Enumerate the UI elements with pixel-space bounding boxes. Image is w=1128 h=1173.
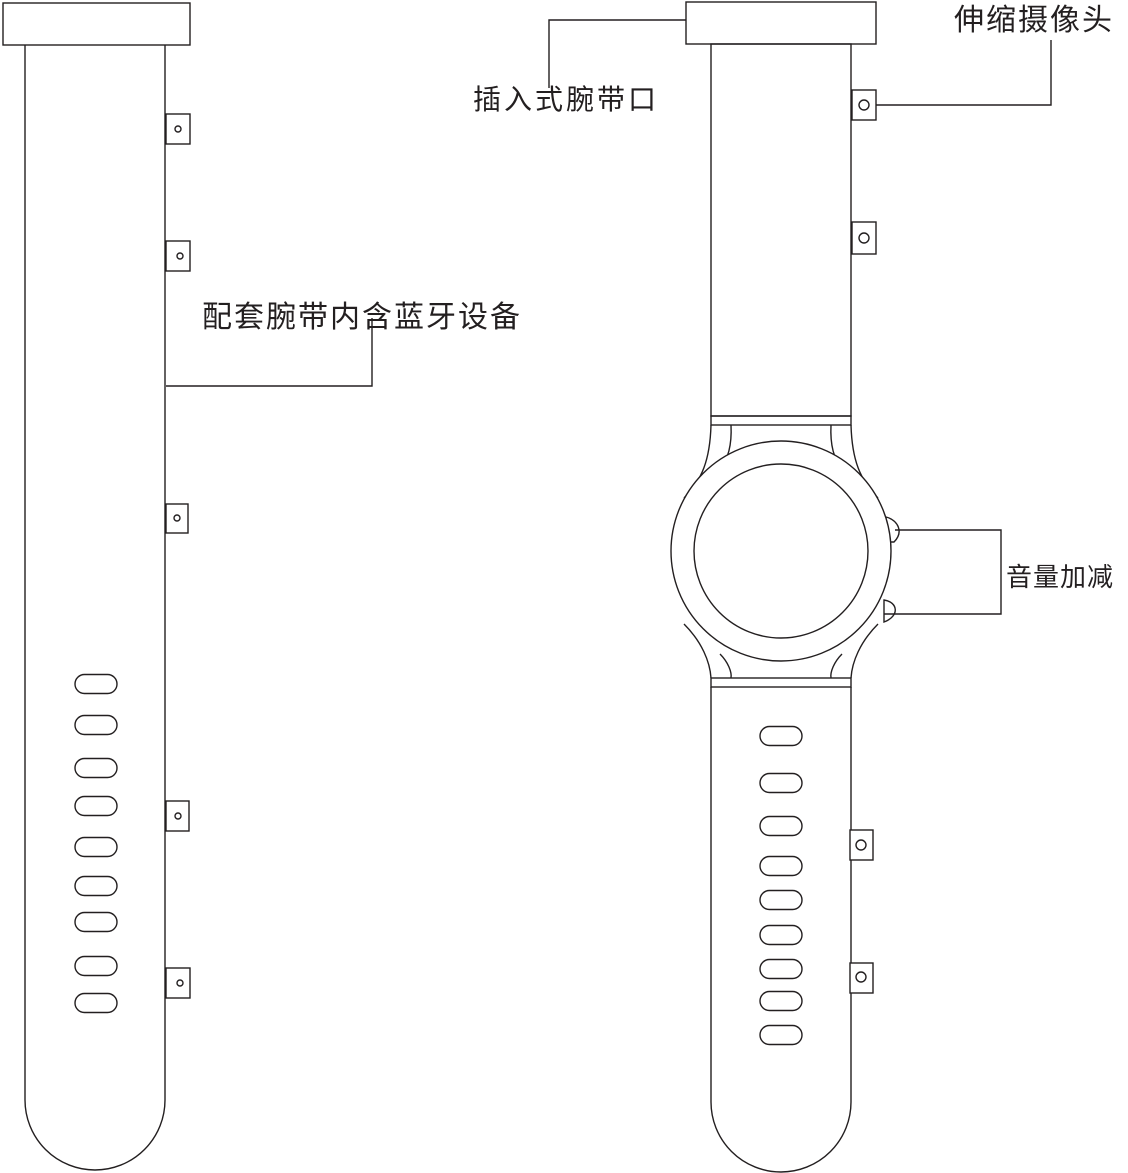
strap-button	[165, 240, 191, 272]
label-strap-slot: 插入式腕带口	[473, 83, 660, 116]
strap-hole	[759, 772, 803, 794]
lower-lug-inner-left	[719, 653, 732, 679]
watch-face	[693, 463, 869, 639]
strap-button	[165, 800, 190, 832]
leader-line-strap-slot	[548, 19, 686, 88]
camera-lens	[858, 99, 870, 111]
lower-strap-button	[849, 962, 874, 994]
strap-button-dot	[174, 812, 182, 820]
strap-button-dot	[174, 125, 182, 133]
left-strap-body	[24, 45, 166, 1171]
upper-lug-bar	[710, 415, 852, 426]
camera-button	[851, 89, 877, 121]
lower-lug-outer-left	[683, 623, 712, 679]
lower-strap-button-dot	[855, 839, 867, 851]
volume-down-button	[883, 599, 896, 624]
strap-hole	[74, 795, 118, 817]
strap-hole	[74, 836, 118, 858]
upper-strap-button-dot	[858, 232, 870, 244]
strap-button	[165, 967, 191, 999]
watch-assembly	[548, 1, 1052, 1173]
bluetooth-strap	[2, 2, 373, 1171]
strap-hole	[759, 924, 803, 946]
lower-strap-button-dot	[855, 971, 867, 983]
lower-lug-inner-right	[830, 653, 843, 679]
strap-hole	[74, 992, 118, 1014]
strap-hole	[74, 714, 118, 736]
label-bluetooth-strap: 配套腕带内含蓝牙设备	[202, 300, 522, 335]
strap-button-dot	[173, 514, 181, 522]
label-camera: 伸缩摄像头	[954, 3, 1114, 38]
strap-hole	[759, 815, 803, 837]
label-volume: 音量加减	[1006, 563, 1115, 593]
strap-hole	[759, 889, 803, 911]
strap-button-dot	[176, 252, 184, 260]
upper-strap	[710, 43, 852, 417]
strap-hole	[759, 855, 803, 877]
strap-button	[165, 113, 191, 145]
strap-hole	[759, 990, 803, 1012]
watch-case	[670, 440, 892, 662]
strap-hole	[74, 911, 118, 933]
strap-hole	[74, 955, 118, 977]
strap-hole	[759, 958, 803, 980]
lower-lug-bar	[710, 677, 852, 688]
left-strap-cap	[2, 2, 191, 46]
strap-hole	[759, 1024, 803, 1046]
lower-strap	[710, 687, 852, 1173]
strap-hole	[74, 757, 118, 779]
strap-button	[165, 503, 189, 534]
leader-line-volume	[884, 529, 1002, 615]
leader-line-bluetooth	[166, 318, 373, 387]
lower-strap-button	[849, 829, 874, 861]
right-strap-holes	[759, 725, 803, 1046]
upper-strap-button	[851, 221, 877, 255]
leader-line-camera	[876, 40, 1052, 106]
left-strap-holes	[74, 673, 118, 1014]
strap-button-dot	[176, 979, 184, 987]
left-strap-side-buttons	[165, 113, 191, 999]
strap-hole	[759, 725, 803, 747]
lower-lug-outer-right	[850, 623, 879, 679]
strap-hole	[74, 673, 118, 695]
strap-slot-cap	[685, 1, 877, 45]
strap-hole	[74, 875, 118, 897]
